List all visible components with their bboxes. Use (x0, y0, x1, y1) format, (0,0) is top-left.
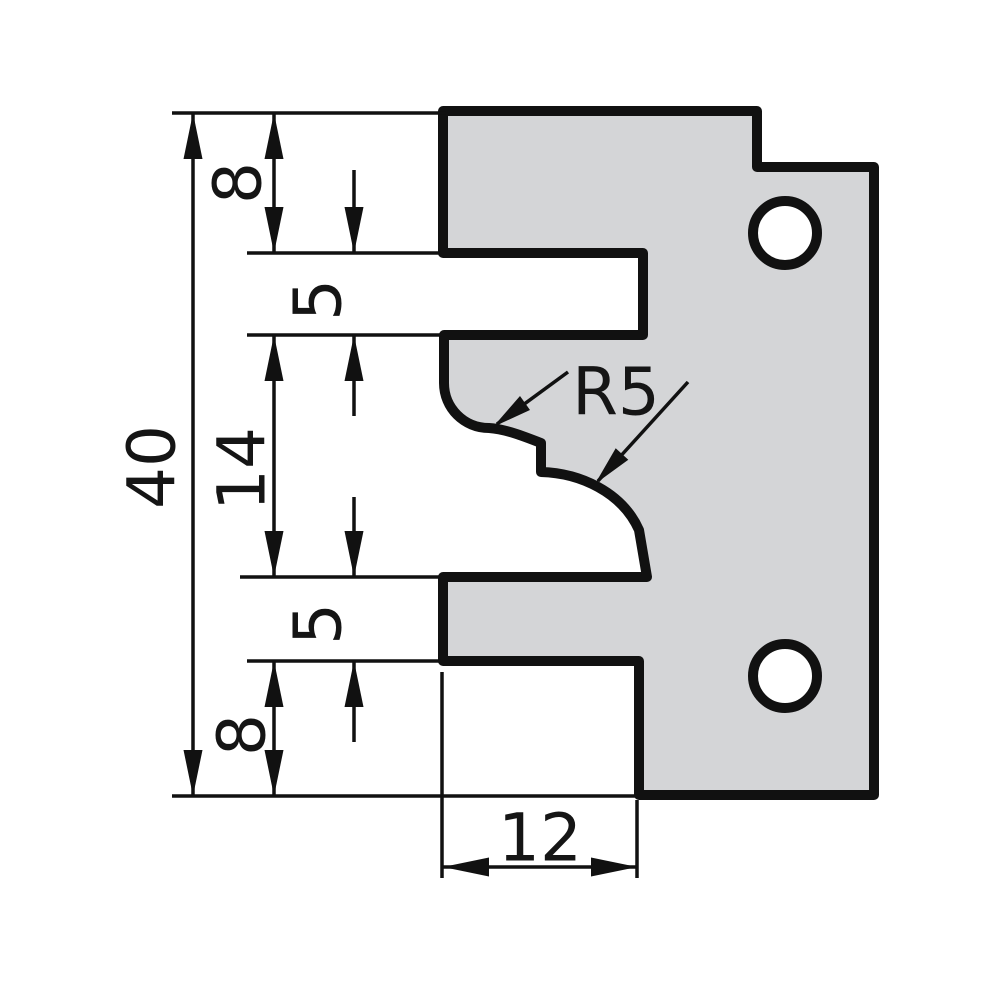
arrowhead-8top-down (264, 207, 284, 253)
dim-label-5-bottom: 5 (280, 603, 357, 645)
part-outline (438, 106, 879, 800)
extension-lines (172, 111, 639, 878)
arrowhead-8bottom-up (264, 661, 284, 707)
arrowhead-14-down (264, 531, 284, 577)
arrowhead-r5-right (595, 448, 629, 484)
dim-label-8-bottom: 8 (204, 714, 281, 756)
arrowhead-12-left (443, 857, 489, 877)
arrowhead-40-bottom (183, 750, 203, 796)
dim-label-40: 40 (114, 425, 191, 509)
arrowhead-40-top (183, 113, 203, 159)
dim-label-8-top: 8 (200, 162, 277, 204)
arrowhead-8bottom-down (264, 750, 284, 796)
arrowhead-5bottom-down (344, 531, 364, 577)
arrowhead-12-right (591, 857, 637, 877)
arrowhead-8top-up (264, 113, 284, 159)
dim-label-12: 12 (498, 800, 582, 877)
dim-label-14: 14 (204, 427, 281, 511)
arrowhead-14-up (264, 335, 284, 381)
mounting-hole-top (748, 196, 822, 270)
dim-label-r5: R5 (572, 354, 660, 431)
arrowhead-r5-left (493, 396, 530, 427)
arrowhead-5top-up (344, 335, 364, 381)
mounting-hole-bottom (748, 639, 822, 713)
arrowhead-5top-down (344, 207, 364, 253)
dim-label-5-top: 5 (280, 279, 357, 321)
arrowhead-5bottom-up (344, 661, 364, 707)
